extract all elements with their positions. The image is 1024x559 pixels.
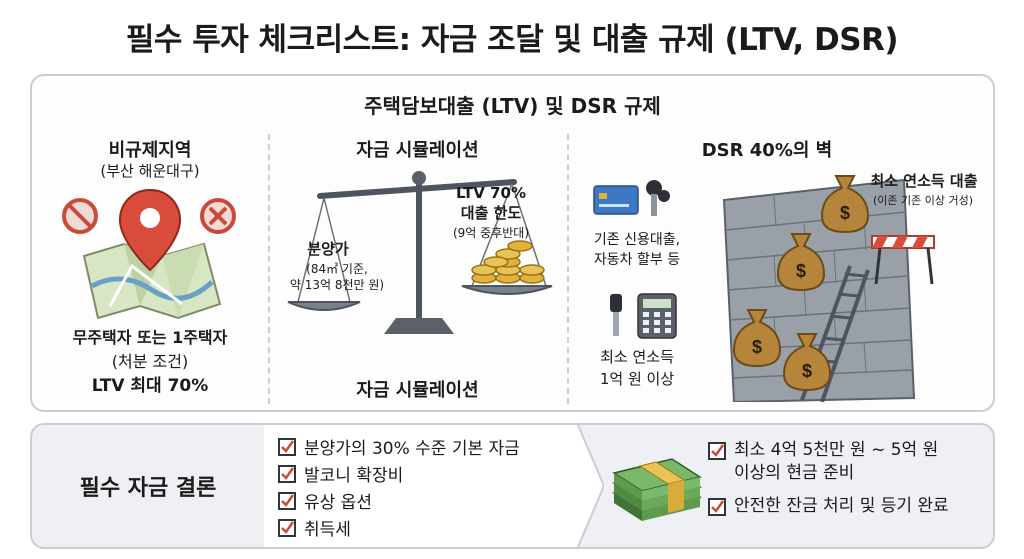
result-item: 안전한 잔금 처리 및 등기 완료 [708, 495, 993, 518]
conclusion-panel: 필수 자금 결론 분양가의 30% 수준 기본 자금 발코니 확장비 유상 옵션… [30, 423, 995, 549]
sale-price-label: 분양가 [307, 240, 349, 258]
balance-scale-icon [287, 171, 553, 334]
loan-limit-amount: (9억 중후반대) [452, 226, 529, 240]
checkbox-icon [278, 491, 296, 510]
checklist-item: 유상 옵션 [278, 487, 579, 514]
key-calculator [610, 293, 677, 339]
checklist-item-label: 분양가의 30% 수준 기본 자금 [304, 439, 520, 459]
min-income-loan-note: (이존 기존 이상 거성) [872, 194, 974, 207]
checklist-item-label: 취득세 [304, 520, 351, 540]
sale-price-area: (84㎡ 기준, [306, 262, 368, 276]
key-icon [610, 294, 622, 336]
result-item: 최소 4억 5천만 원 ~ 5억 원 이상의 현금 준비 [708, 439, 993, 485]
checklist-item: 취득세 [278, 514, 579, 541]
svg-text:$: $ [796, 261, 806, 281]
existing-loans-text-2: 자동차 할부 등 [593, 252, 681, 268]
column-divider-2 [567, 134, 569, 404]
credit-card-icon [593, 185, 639, 215]
checklist-item: 분양가의 30% 수준 기본 자금 [278, 433, 579, 460]
non-regulated-title: 비규제지역 [108, 140, 192, 161]
page-title: 필수 투자 체크리스트: 자금 조달 및 대출 규제 (LTV, DSR) [125, 22, 899, 58]
checklist-item-label: 발코니 확장비 [304, 466, 404, 486]
folded-map-icon [82, 242, 222, 320]
checklist-item-label: 유상 옵션 [304, 493, 372, 513]
checklist-item: 발코니 확장비 [278, 460, 579, 487]
svg-text:$: $ [802, 361, 812, 381]
result-line-1: 최소 4억 5천만 원 ~ 5억 원 [734, 440, 939, 460]
dsr-wall-illustration: $ $ $ $ [722, 175, 935, 402]
balance-scale-illustration [287, 171, 553, 334]
prohibited-icon-left [62, 198, 98, 234]
svg-text:$: $ [840, 203, 850, 223]
ltv-70-label: LTV 70% [455, 184, 527, 202]
checkbox-icon [278, 437, 296, 456]
chevron-right-icon [564, 425, 604, 547]
loan-limit-label: 대출 한도 [460, 204, 522, 222]
regulation-panel-title: 주택담보대출 (LTV) 및 DSR 규제 [364, 94, 661, 118]
gold-coins-icon [471, 240, 545, 284]
min-income-text-1: 최소 연소득 [600, 348, 674, 366]
result-line-2: 이상의 현금 준비 [734, 462, 855, 483]
ltv-max-text: LTV 최대 70% [91, 376, 209, 396]
simulation-bottom-title: 자금 시뮬레이션 [356, 380, 479, 401]
checkbox-icon [278, 464, 296, 483]
money-bag-middle-icon: $ [776, 233, 826, 292]
svg-text:$: $ [752, 337, 762, 357]
disposal-condition-text: (처분 조건) [111, 352, 189, 371]
calculator-icon [637, 293, 677, 339]
required-funds-checklist: 분양가의 30% 수준 기본 자금 발코니 확장비 유상 옵션 취득세 [264, 425, 579, 547]
location-pin-icon [118, 188, 182, 272]
eligible-owners-text: 무주택자 또는 1주택자 [72, 328, 228, 347]
checkbox-icon [708, 497, 726, 516]
min-income-loan-title: 최소 연소득 대출 [870, 172, 978, 190]
result-line-1: 안전한 잔금 처리 및 등기 완료 [734, 495, 949, 516]
simulation-title: 자금 시뮬레이션 [356, 140, 479, 161]
cash-stack-icon [612, 458, 702, 521]
conclusion-label: 필수 자금 결론 [79, 476, 217, 501]
existing-loans-text-1: 기존 신용대출, [593, 232, 681, 248]
money-bag-left-icon: $ [732, 309, 782, 368]
sale-price-amount: 약 13억 8천만 원) [289, 278, 385, 292]
car-key-icon [646, 180, 670, 216]
checkbox-icon [708, 442, 726, 460]
dsr-wall-title: DSR 40%의 벽 [701, 140, 833, 161]
column-divider-1 [268, 134, 270, 404]
non-regulated-subtitle: (부산 해운대구) [100, 162, 200, 180]
x-mark-icon-right [200, 198, 236, 234]
min-income-text-2: 1억 원 이상 [599, 370, 675, 388]
money-bag-top-icon: $ [820, 175, 870, 234]
checkbox-icon [278, 518, 296, 537]
map-illustration [62, 188, 236, 320]
money-bag-bottom-icon: $ [782, 333, 832, 392]
credit-card-car-key [593, 180, 670, 216]
barrier-icon [871, 235, 935, 285]
result-list: 최소 4억 5천만 원 ~ 5억 원 이상의 현금 준비 안전한 잔금 처리 및… [708, 439, 993, 528]
regulation-panel: 주택담보대출 (LTV) 및 DSR 규제 비규제지역 (부산 해운대구) 무주… [30, 74, 995, 412]
